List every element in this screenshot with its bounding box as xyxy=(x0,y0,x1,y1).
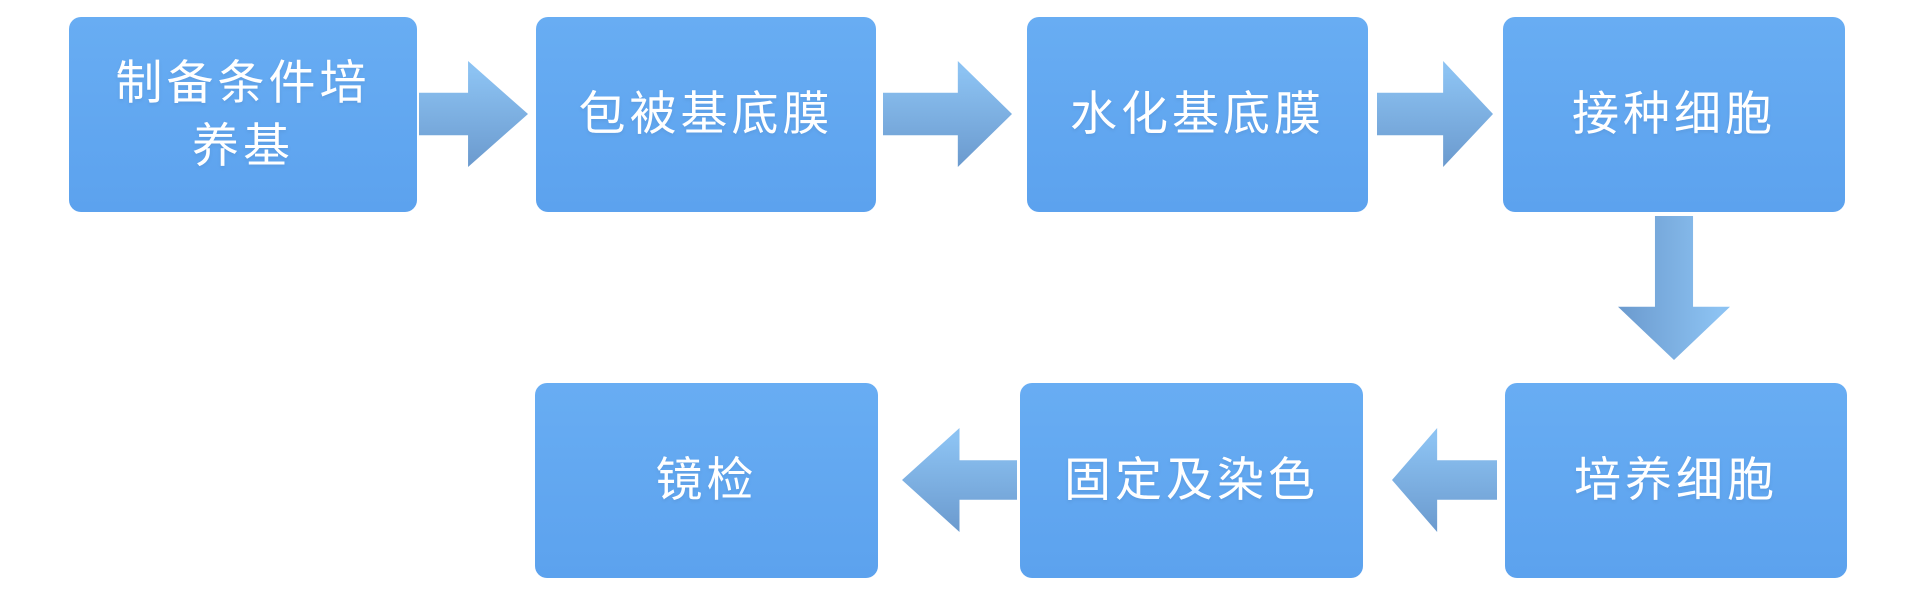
flow-step-label: 接种细胞 xyxy=(1572,87,1776,141)
arrow-right-hydrate-to-seed-icon xyxy=(1377,61,1493,167)
arrow-left-culture-to-fix-icon xyxy=(1392,428,1497,532)
flow-step-prepare-conditioned-medium: 制备条件培养基 xyxy=(69,17,417,212)
flow-step-label: 固定及染色 xyxy=(1064,453,1319,507)
flow-step-label: 水化基底膜 xyxy=(1070,87,1325,141)
flow-step-label: 制备条件培养基 xyxy=(115,56,371,172)
flow-step-fix-and-stain: 固定及染色 xyxy=(1020,383,1363,578)
arrow-right-prepare-to-coat-icon xyxy=(419,61,528,167)
arrow-down-seed-to-culture-icon xyxy=(1618,216,1730,360)
arrow-right-coat-to-hydrate-icon xyxy=(883,61,1012,167)
flow-step-hydrate-basement-membrane: 水化基底膜 xyxy=(1027,17,1368,212)
flow-step-microscopy: 镜检 xyxy=(535,383,878,578)
flow-step-coat-basement-membrane: 包被基底膜 xyxy=(536,17,876,212)
flow-step-culture-cells: 培养细胞 xyxy=(1505,383,1847,578)
arrow-left-fix-to-microscopy-icon xyxy=(902,428,1017,532)
flow-step-label: 培养细胞 xyxy=(1574,453,1778,507)
flow-step-seed-cells: 接种细胞 xyxy=(1503,17,1845,212)
flow-step-label: 镜检 xyxy=(655,453,758,507)
flow-step-label: 包被基底膜 xyxy=(578,87,834,141)
